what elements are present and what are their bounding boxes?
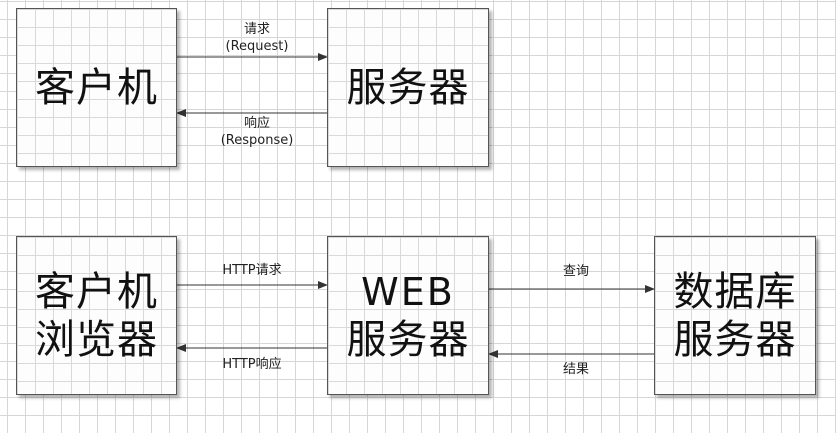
browser-box: 客户机 浏览器 (16, 236, 177, 395)
result-label: 结果 (562, 362, 590, 377)
web-server-box-line1: WEB (361, 269, 455, 314)
query-label: 查询 (562, 264, 590, 279)
response-label: 响应 (Response) (221, 115, 294, 149)
http-response-label: HTTP响应 (222, 357, 282, 372)
server-box-label: 服务器 (346, 64, 470, 111)
web-server-box-line2: 服务器 (346, 316, 470, 363)
client-box-label: 客户机 (35, 64, 158, 111)
request-label-en: (Request) (225, 39, 289, 54)
client-box: 客户机 (16, 8, 177, 167)
request-label-zh: 请求 (243, 22, 271, 37)
response-label-zh: 响应 (243, 116, 270, 131)
db-server-box-line2: 服务器 (673, 316, 797, 363)
browser-box-line1: 客户机 (35, 268, 158, 315)
server-box: 服务器 (327, 8, 489, 167)
db-server-box-line1: 数据库 (673, 268, 797, 315)
http-request-label: HTTP请求 (222, 263, 282, 278)
db-server-box: 数据库 服务器 (654, 236, 816, 395)
web-server-box: WEB 服务器 (327, 236, 489, 395)
response-label-en: (Response) (220, 133, 294, 148)
request-label: 请求 (Request) (226, 21, 289, 55)
browser-box-line2: 浏览器 (35, 316, 158, 363)
